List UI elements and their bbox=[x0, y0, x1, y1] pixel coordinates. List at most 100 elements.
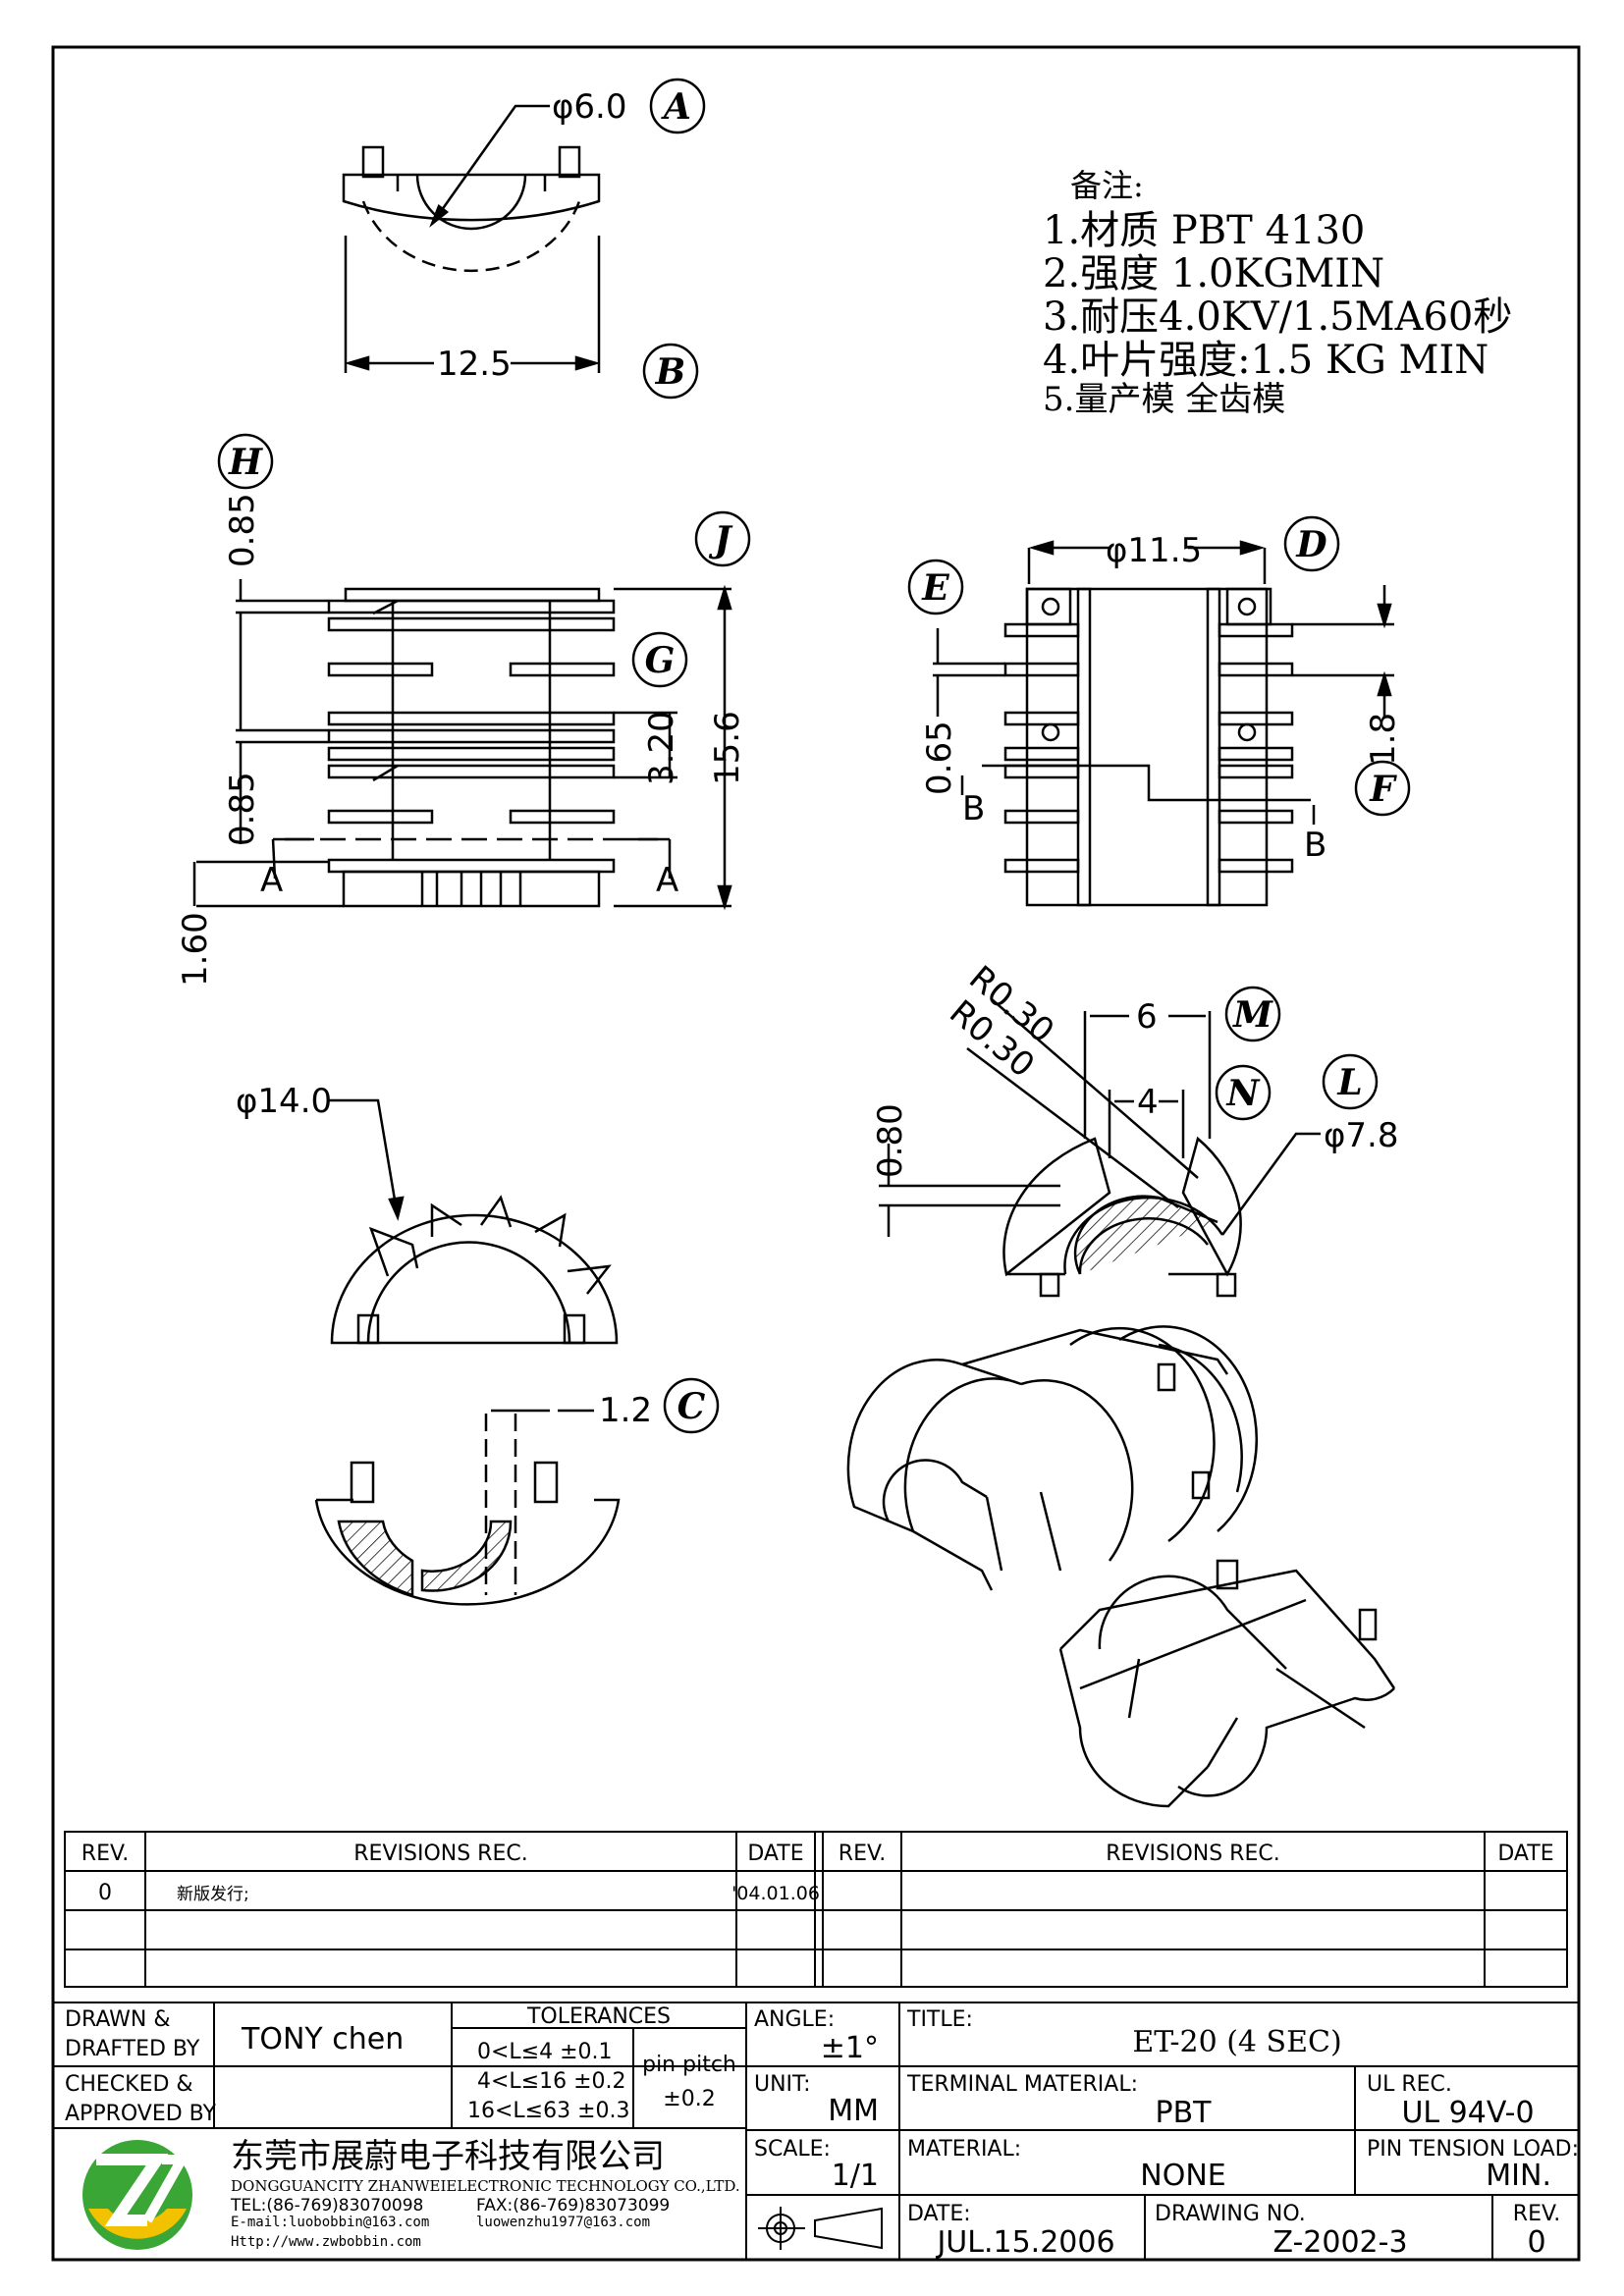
tolerances-label: TOLERANCES bbox=[526, 2004, 671, 2029]
drawn-by-value: TONY chen bbox=[241, 2022, 404, 2056]
drawing-no-label: DRAWING NO. bbox=[1155, 2202, 1306, 2226]
checked-label-line1: CHECKED & bbox=[65, 2072, 193, 2097]
company-logo bbox=[82, 2140, 192, 2250]
top-view bbox=[342, 104, 601, 373]
rev-value: 0 bbox=[1527, 2225, 1545, 2260]
callout-n: N bbox=[1226, 1073, 1262, 1114]
rec-header-left: REVISIONS REC. bbox=[353, 1842, 527, 1866]
rev-header-left: REV. bbox=[81, 1842, 129, 1866]
pin-tension-label: PIN TENSION LOAD: bbox=[1367, 2137, 1579, 2162]
rev-row-0-date: '04.01.06 bbox=[731, 1883, 820, 1904]
dim-1-60: 1.60 bbox=[176, 912, 215, 987]
side-view-left bbox=[192, 579, 732, 911]
date-label: DATE: bbox=[907, 2202, 971, 2226]
dim-0-85-top: 0.85 bbox=[223, 493, 262, 567]
callout-e: E bbox=[921, 567, 949, 609]
pin-tension-value: MIN. bbox=[1486, 2159, 1551, 2193]
notes-title: 备注: bbox=[1070, 167, 1144, 204]
ul-rec-value: UL 94V-0 bbox=[1401, 2096, 1534, 2130]
rev-header-right: REV. bbox=[839, 1842, 886, 1866]
company-email: E-mail:luobobbin@163.com bbox=[231, 2215, 429, 2230]
callout-m: M bbox=[1231, 994, 1273, 1036]
company-email-2: luowenzhu1977@163.com bbox=[476, 2215, 650, 2230]
callout-b: B bbox=[655, 351, 685, 393]
pin-pitch-value: ±0.2 bbox=[663, 2087, 715, 2111]
note-4: 4.叶片强度:1.5 KG MIN bbox=[1043, 338, 1489, 383]
side-view-right bbox=[933, 540, 1394, 907]
gear-end-view bbox=[329, 1098, 619, 1345]
dim-phi-11-5: φ11.5 bbox=[1106, 531, 1202, 570]
title-value: ET-20 (4 SEC) bbox=[1132, 2025, 1341, 2059]
scale-value: 1/1 bbox=[832, 2159, 879, 2193]
title-block bbox=[52, 2002, 1580, 2261]
revisions-table bbox=[64, 1831, 1568, 1988]
callouts bbox=[217, 78, 1411, 1434]
dim-phi-6: φ6.0 bbox=[552, 87, 627, 127]
rev-row-0-rev: 0 bbox=[98, 1881, 112, 1905]
drawn-label-line1: DRAWN & bbox=[65, 2007, 171, 2032]
callout-c: C bbox=[677, 1386, 706, 1427]
rec-header-right: REVISIONS REC. bbox=[1106, 1842, 1279, 1866]
callout-j: J bbox=[708, 519, 732, 561]
callout-a: A bbox=[661, 86, 691, 128]
company-tel: TEL:(86-769)83070098 bbox=[230, 2196, 423, 2216]
dim-0-85-mid: 0.85 bbox=[223, 772, 262, 846]
dim-1-2: 1.2 bbox=[599, 1391, 652, 1430]
rev-label: REV. bbox=[1513, 2202, 1560, 2226]
dim-1-8: 1.8 bbox=[1364, 713, 1403, 766]
date-value: JUL.15.2006 bbox=[935, 2225, 1114, 2260]
dim-4: 4 bbox=[1137, 1083, 1159, 1122]
isometric-bobbin-lower bbox=[1058, 1559, 1396, 1808]
section-mark-a-right: A bbox=[656, 861, 678, 900]
callout-h: H bbox=[228, 442, 263, 483]
section-mark-b-right: B bbox=[1304, 826, 1326, 865]
drawn-label-line2: DRAFTED BY bbox=[65, 2037, 200, 2061]
company-fax: FAX:(86-769)83073099 bbox=[476, 2196, 670, 2216]
tolerance-row-1: 0<L≤4 ±0.1 bbox=[477, 2040, 613, 2064]
dim-6: 6 bbox=[1136, 997, 1158, 1037]
tolerance-row-3: 16<L≤63 ±0.3 bbox=[467, 2099, 630, 2123]
unit-label: UNIT: bbox=[754, 2072, 810, 2097]
scale-label: SCALE: bbox=[754, 2137, 831, 2162]
dim-phi-7-8: φ7.8 bbox=[1324, 1116, 1399, 1155]
ul-rec-label: UL REC. bbox=[1367, 2072, 1452, 2097]
section-mark-a-left: A bbox=[260, 861, 283, 900]
notes-block: 备注: 1.材质 PBT 4130 2.强度 1.0KGMIN 3.耐压4.0K… bbox=[1043, 167, 1512, 419]
section-mark-b-left: B bbox=[962, 789, 985, 828]
dim-3-20: 3.20 bbox=[642, 711, 681, 785]
date-header-left: DATE bbox=[747, 1842, 803, 1866]
material-label: MATERIAL: bbox=[907, 2137, 1021, 2162]
dim-12-5: 12.5 bbox=[437, 345, 512, 384]
dim-0-65: 0.65 bbox=[920, 721, 959, 795]
dim-phi-14: φ14.0 bbox=[236, 1082, 332, 1121]
isometric-bobbin-upper bbox=[846, 1325, 1259, 1591]
section-c-view bbox=[314, 1409, 621, 1606]
title-label: TITLE: bbox=[906, 2007, 973, 2032]
rev-row-0-rec: 新版发行; bbox=[177, 1885, 249, 1904]
unit-value: MM bbox=[828, 2094, 879, 2128]
terminal-material-value: PBT bbox=[1156, 2096, 1213, 2130]
note-3: 3.耐压4.0KV/1.5MA60秒 bbox=[1043, 294, 1512, 340]
callout-g: G bbox=[645, 640, 676, 681]
dim-15-6: 15.6 bbox=[708, 711, 747, 785]
callout-d: D bbox=[1295, 524, 1326, 565]
company-name-cn: 东莞市展蔚电子科技有限公司 bbox=[231, 2137, 665, 2176]
date-header-right: DATE bbox=[1497, 1842, 1553, 1866]
tolerance-row-2: 4<L≤16 ±0.2 bbox=[477, 2069, 626, 2094]
callout-f: F bbox=[1369, 769, 1397, 810]
groove-end-view bbox=[879, 998, 1321, 1298]
drawing-no-value: Z-2002-3 bbox=[1272, 2225, 1407, 2260]
checked-label-line2: APPROVED BY bbox=[65, 2102, 217, 2126]
angle-label: ANGLE: bbox=[754, 2007, 835, 2032]
terminal-material-label: TERMINAL MATERIAL: bbox=[906, 2072, 1138, 2097]
callout-l: L bbox=[1336, 1062, 1362, 1103]
note-1: 1.材质 PBT 4130 bbox=[1043, 208, 1365, 253]
material-value: NONE bbox=[1140, 2159, 1225, 2193]
note-5: 5.量产模 全齿模 bbox=[1043, 380, 1285, 419]
dim-0-80: 0.80 bbox=[871, 1103, 910, 1178]
company-name-en: DONGGUANCITY ZHANWEIELECTRONIC TECHNOLOG… bbox=[231, 2177, 740, 2195]
pin-pitch-label: pin pitch bbox=[642, 2053, 736, 2077]
company-web: Http://www.zwbobbin.com bbox=[231, 2234, 421, 2250]
angle-value: ±1° bbox=[821, 2031, 879, 2065]
